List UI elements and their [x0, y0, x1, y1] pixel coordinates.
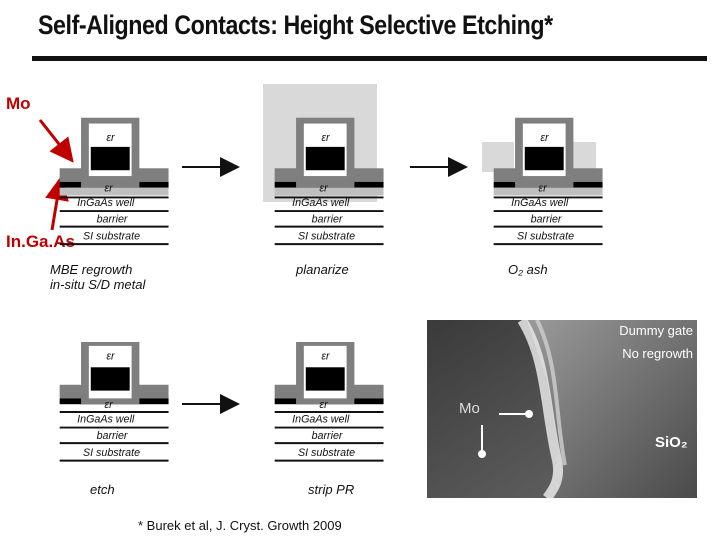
sem-pointers	[478, 410, 533, 458]
mo-arrow	[38, 119, 74, 163]
device-step-1: εr εr InGaAs well barrier SI substrate	[59, 117, 169, 246]
svg-text:εr: εr	[104, 183, 113, 195]
svg-text:εr: εr	[319, 183, 328, 195]
ingaas-arrow	[45, 176, 69, 231]
svg-text:εr: εr	[319, 399, 328, 411]
svg-text:SI substrate: SI substrate	[83, 447, 140, 459]
svg-text:InGaAs well: InGaAs well	[292, 414, 350, 426]
page-title: Self-Aligned Contacts: Height Selective …	[38, 10, 553, 40]
sem-label-sio2: SiO₂	[655, 434, 688, 451]
caption-step-4: etch	[90, 482, 115, 497]
sem-label-dummy-gate: Dummy gate	[619, 323, 693, 338]
svg-text:εr: εr	[321, 351, 330, 363]
svg-text:barrier: barrier	[312, 430, 343, 442]
caption-step-1a: MBE regrowth	[50, 262, 133, 277]
device-step-4: εr εr InGaAs well barrier SI substrate	[59, 342, 169, 462]
svg-text:SI substrate: SI substrate	[83, 230, 140, 242]
svg-text:barrier: barrier	[531, 214, 562, 226]
footnote: * Burek et al, J. Cryst. Growth 2009	[138, 518, 342, 533]
svg-text:barrier: barrier	[97, 430, 128, 442]
device-step-3: εr εr InGaAs well barrier SI substrate	[493, 117, 603, 246]
device-step-5: εr εr InGaAs well barrier SI substrate	[274, 342, 384, 462]
svg-text:InGaAs well: InGaAs well	[511, 197, 569, 209]
svg-text:εr: εr	[106, 132, 115, 144]
caption-step-5: strip PR	[308, 482, 355, 497]
mo-callout: Mo	[6, 94, 31, 113]
title-underline	[32, 56, 707, 61]
svg-text:εr: εr	[538, 183, 547, 195]
caption-step-1b: in-situ S/D metal	[50, 277, 146, 292]
sem-label-no-regrowth: No regrowth	[622, 346, 693, 361]
sem-label-mo: Mo	[459, 400, 480, 417]
device-step-2: εr εr InGaAs well barrier SI substrate	[274, 117, 384, 246]
svg-text:SI substrate: SI substrate	[517, 230, 574, 242]
svg-text:barrier: barrier	[97, 214, 128, 226]
pr-remnant-left	[482, 142, 514, 172]
sem-image: Dummy gate No regrowth Mo SiO₂	[427, 317, 697, 502]
svg-text:InGaAs well: InGaAs well	[77, 197, 135, 209]
svg-text:SI substrate: SI substrate	[298, 230, 355, 242]
caption-step-3: O₂ ash	[508, 262, 548, 277]
caption-step-2: planarize	[296, 262, 349, 277]
svg-text:εr: εr	[106, 351, 115, 363]
svg-text:εr: εr	[321, 132, 330, 144]
svg-text:SI substrate: SI substrate	[298, 447, 355, 459]
svg-text:InGaAs well: InGaAs well	[292, 197, 350, 209]
svg-text:εr: εr	[104, 399, 113, 411]
dummy-gate	[90, 146, 130, 171]
svg-text:InGaAs well: InGaAs well	[77, 414, 135, 426]
svg-text:barrier: barrier	[312, 214, 343, 226]
svg-text:εr: εr	[540, 132, 549, 144]
ingaas-callout: In.Ga.As	[6, 232, 75, 251]
